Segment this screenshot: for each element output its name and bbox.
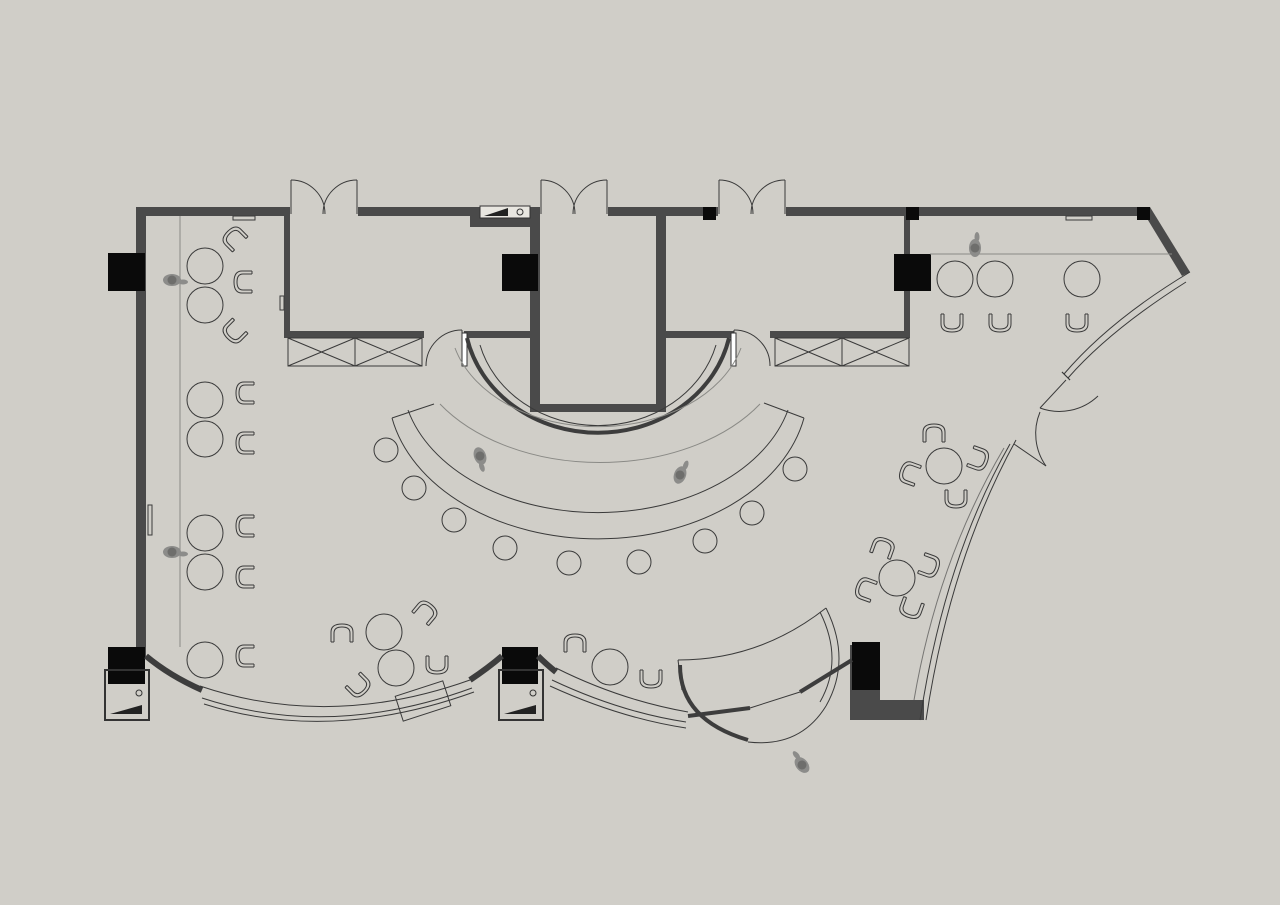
right-cluster-1 — [896, 423, 992, 509]
table-icon — [186, 247, 224, 285]
person-icon — [163, 274, 188, 286]
right-room-person — [969, 232, 981, 257]
right-door — [1013, 379, 1099, 467]
walls — [136, 207, 1190, 720]
inner-doors — [425, 329, 771, 367]
left-people — [163, 274, 188, 558]
curved-entrance — [677, 607, 854, 744]
bottom-left-cluster — [330, 597, 449, 701]
bottom-center-table — [563, 633, 663, 689]
right-room-tables — [936, 260, 1101, 298]
bartenders — [471, 445, 692, 486]
entrance-person — [787, 748, 813, 776]
right-room-chairs — [940, 313, 1089, 333]
utility-box-center — [498, 669, 544, 721]
right-facade — [913, 271, 1191, 721]
stool-icon — [373, 437, 399, 463]
left-tables — [186, 247, 224, 679]
bar-counter — [391, 402, 805, 540]
bar-back-wall — [454, 337, 742, 435]
top-doors — [290, 179, 786, 215]
right-cluster-2 — [852, 534, 943, 622]
left-chairs — [219, 223, 255, 668]
bar-stools — [373, 437, 808, 576]
sink-icon — [479, 205, 531, 219]
column-icon — [108, 253, 145, 291]
utility-box-left — [104, 669, 150, 721]
bottom-facade — [144, 653, 689, 729]
storage-cabinets — [287, 337, 910, 367]
columns — [108, 207, 1150, 690]
